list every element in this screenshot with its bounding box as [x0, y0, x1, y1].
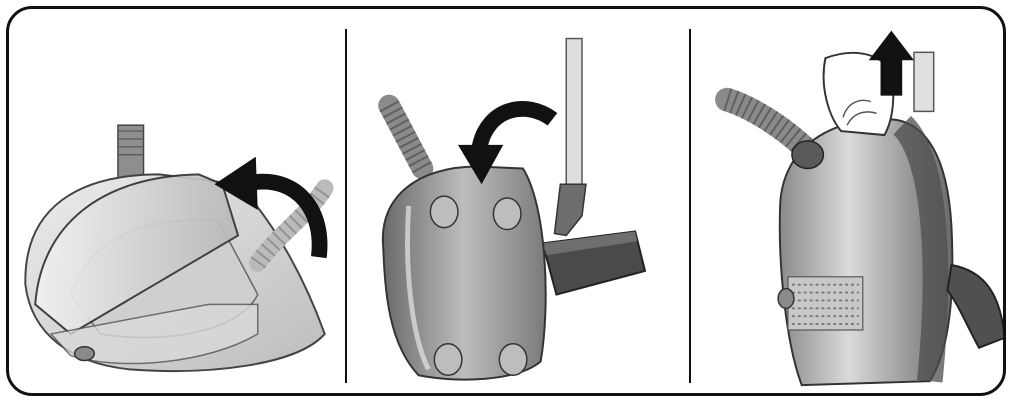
panel-lift [691, 9, 1006, 393]
vacuum-tilt-illustration [347, 9, 691, 393]
illustration-frame [6, 6, 1006, 396]
panel-tilt-upright [347, 9, 691, 393]
vacuum-open-lid-illustration [9, 9, 347, 393]
floor-nozzle-icon [543, 232, 645, 295]
wheel-icon [75, 347, 95, 361]
vent-grille-icon [788, 277, 863, 330]
wand-tube-icon [566, 39, 582, 187]
panel-open-lid [9, 9, 347, 393]
vacuum-lift-illustration [691, 9, 1006, 393]
wand-tube-icon [914, 52, 934, 111]
floor-nozzle-icon [947, 265, 1004, 348]
